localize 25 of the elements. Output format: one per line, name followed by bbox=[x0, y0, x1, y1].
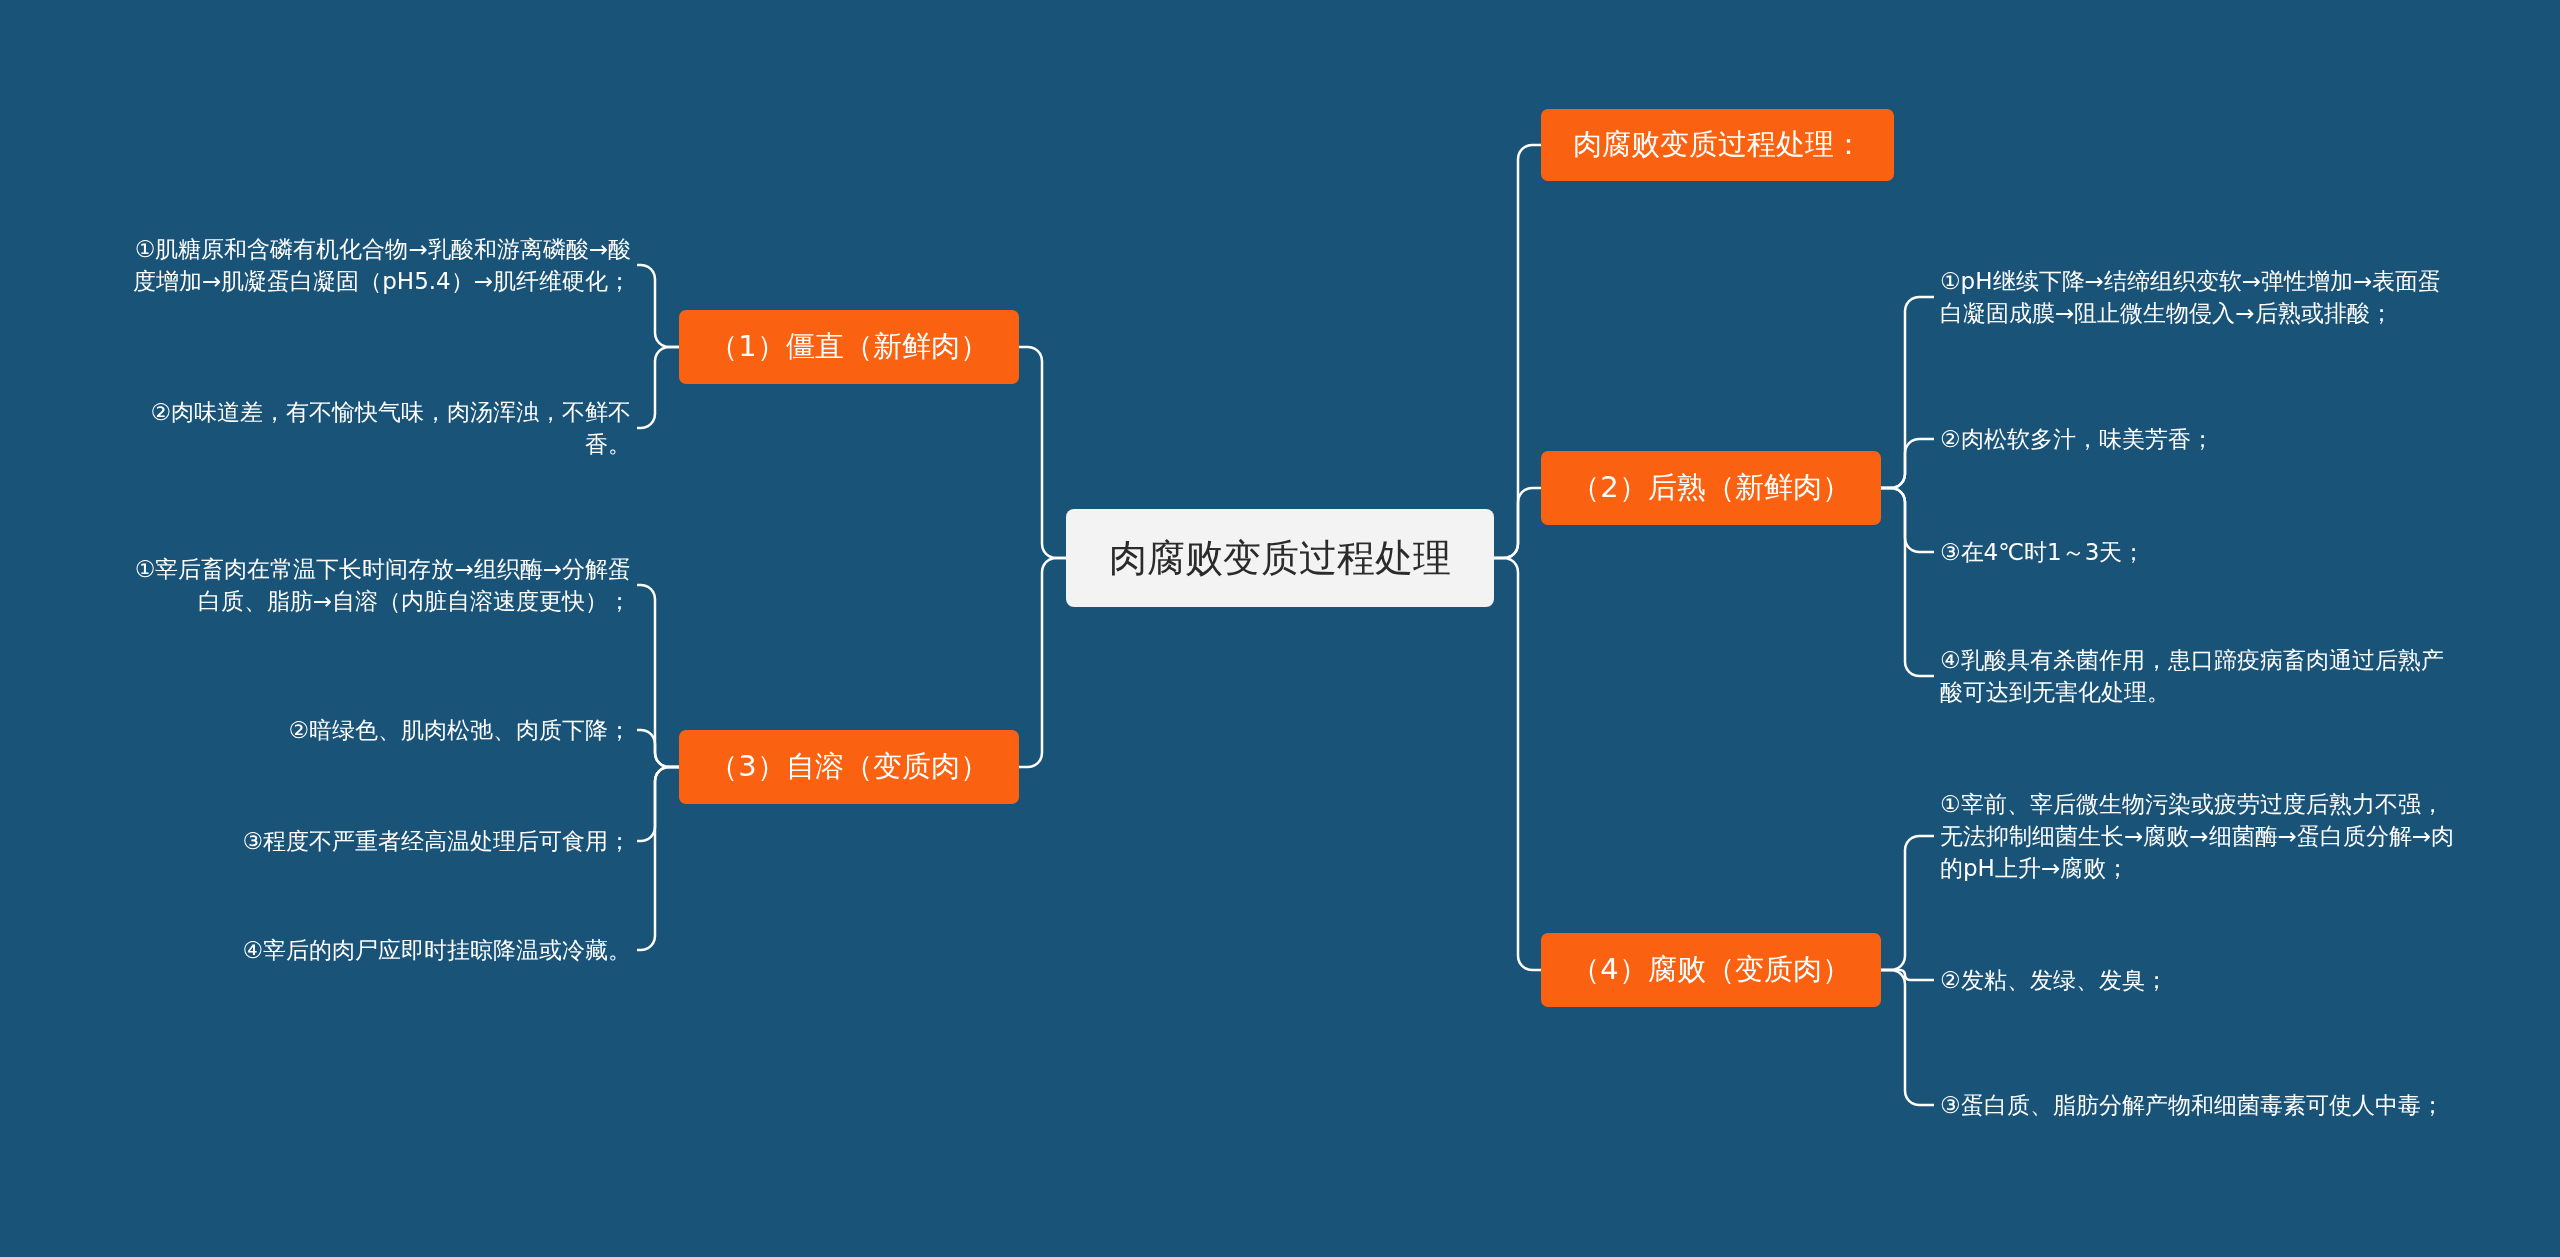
subtopic-text: ④乳酸具有杀菌作用，患口蹄疫病畜肉通过后熟产酸可达到无害化处理。 bbox=[1934, 644, 2464, 708]
connector-line bbox=[637, 345, 679, 430]
connector-line bbox=[1494, 556, 1541, 972]
subtopic-text: ①宰后畜肉在常温下长时间存放→组织酶→分解蛋白质、脂肪→自溶（内脏自溶速度更快）； bbox=[112, 553, 637, 617]
topic-box: （4）腐败（变质肉） bbox=[1541, 933, 1881, 1007]
topic-box: （1）僵直（新鲜肉） bbox=[679, 310, 1019, 384]
subtopic-text: ④宰后的肉尸应即时挂晾降温或冷藏。 bbox=[112, 934, 637, 966]
subtopic-text: ②肉味道差，有不愉快气味，肉汤浑浊，不鲜不香。 bbox=[112, 396, 637, 460]
subtopic-text: ①宰前、宰后微生物污染或疲劳过度后熟力不强，无法抑制细菌生长→腐败→细菌酶→蛋白质分解→肉的pH上升→腐败； bbox=[1934, 788, 2464, 884]
subtopic-text: ①肌糖原和含磷有机化合物→乳酸和游离磷酸→酸度增加→肌凝蛋白凝固（pH5.4）→肌纤维硬化； bbox=[112, 233, 637, 297]
central-topic: 肉腐败变质过程处理 bbox=[1066, 509, 1494, 607]
subtopic-text: ②肉松软多汁，味美芳香； bbox=[1934, 423, 2464, 455]
subtopic-text: ③程度不严重者经高温处理后可食用； bbox=[112, 825, 637, 857]
subtopic-text: ①pH继续下降→结缔组织变软→弹性增加→表面蛋白凝固成膜→阻止微生物侵入→后熟或排酸； bbox=[1934, 265, 2464, 329]
subtopic-text: ③蛋白质、脂肪分解产物和细菌毒素可使人中毒； bbox=[1934, 1089, 2464, 1121]
topic-box: （2）后熟（新鲜肉） bbox=[1541, 451, 1881, 525]
topic-box: （3）自溶（变质肉） bbox=[679, 730, 1019, 804]
connector-line bbox=[1881, 486, 1934, 678]
connector-line bbox=[637, 765, 679, 952]
topic-box: 肉腐败变质过程处理： bbox=[1541, 109, 1894, 181]
subtopic-text: ②发粘、发绿、发臭； bbox=[1934, 964, 2464, 996]
connector-line bbox=[1019, 556, 1066, 769]
subtopic-text: ②暗绿色、肌肉松弛、肉质下降； bbox=[112, 714, 637, 746]
subtopic-text: ③在4℃时1～3天； bbox=[1934, 536, 2464, 568]
connector-line bbox=[1881, 968, 1934, 1107]
